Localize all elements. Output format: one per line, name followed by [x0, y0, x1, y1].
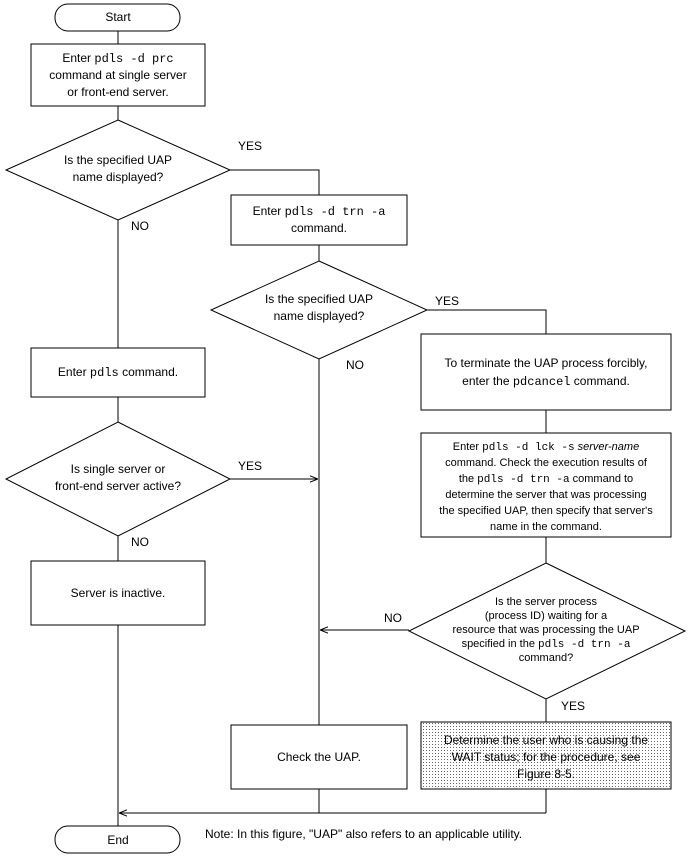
diamond2-line1: Is the specified UAP [265, 292, 373, 306]
box-trn-line2: command. [291, 221, 347, 235]
box-lck-line3: the pdls -d trn -a command to [459, 473, 633, 486]
box-determine-user: Determine the user who is causing the WA… [420, 721, 672, 790]
diamond4-yes-label: YES [561, 699, 585, 713]
decision-server-waiting: Is the server process (process ID) waiti… [407, 562, 687, 700]
box-pdls-lck: Enter pdls -d lck -s server-name command… [420, 432, 672, 538]
box-check-uap: Check the UAP. [230, 724, 408, 790]
diamond1-line2: name displayed? [73, 170, 164, 184]
diamond1-yes-label: YES [238, 139, 262, 153]
end-label: End [107, 833, 128, 847]
diamond3-no-label: NO [131, 535, 149, 549]
box-lck-line4: determine the server that was processing [445, 489, 646, 501]
start-terminator: Start [54, 3, 181, 32]
box-pdls-line: Enter pdls command. [58, 365, 178, 380]
connectors [117, 31, 547, 826]
box-server-inactive: Server is inactive. [30, 560, 206, 626]
diamond4-line1: Is the server process [495, 596, 598, 608]
box-lck-line6: name in the command. [490, 521, 602, 533]
box-lck-line2: command. Check the execution results of [445, 457, 648, 469]
box-pdcancel-line2: enter the pdcancel command. [462, 374, 630, 389]
diamond3-line1: Is single server or [71, 462, 166, 476]
diamond3-line2: front-end server active? [55, 479, 181, 493]
box-pdls: Enter pdls command. [30, 347, 206, 398]
connector-d2-yes [427, 309, 547, 334]
start-label: Start [105, 10, 131, 24]
diamond1-no-label: NO [131, 219, 149, 233]
diamond1-line1: Is the specified UAP [64, 153, 172, 167]
box-inactive-label: Server is inactive. [71, 586, 166, 600]
box-pdls-prc: Enter pdls -d prc command at single serv… [30, 43, 206, 107]
box-trn-line1: Enter pdls -d trn -a [253, 204, 386, 219]
box-prc-line3: or front-end server. [67, 85, 168, 99]
diamond3-yes-label: YES [238, 459, 262, 473]
diamond2-yes-label: YES [435, 294, 459, 308]
box-lck-line5: the specified UAP, then specify that ser… [439, 505, 653, 517]
box-lck-line1: Enter pdls -d lck -s server-name [453, 441, 639, 454]
decision-uap-displayed-2: Is the specified UAP name displayed? [209, 260, 429, 360]
box-determine-line1: Determine the user who is causing the [444, 733, 648, 747]
box-pdcancel: To terminate the UAP process forcibly, e… [420, 333, 672, 411]
box-determine-line2: WAIT status; for the procedure, see [452, 750, 641, 764]
box-pdls-trn: Enter pdls -d trn -a command. [230, 194, 408, 246]
diamond2-no-label: NO [346, 358, 364, 372]
decision-server-active: Is single server or front-end server act… [4, 421, 232, 537]
box-prc-line1: Enter pdls -d prc [62, 51, 173, 66]
box-prc-line2: command at single server [49, 68, 186, 82]
diamond2-line2: name displayed? [274, 309, 365, 323]
box-determine-line3: Figure 8-5. [517, 767, 575, 781]
figure-note: Note: In this figure, "UAP" also refers … [205, 827, 522, 841]
diamond4-line2: (process ID) waiting for a [485, 610, 608, 622]
diamond4-line5: command? [519, 652, 573, 664]
diamond4-line3: resource that was processing the UAP [452, 624, 639, 636]
box-check-label: Check the UAP. [277, 750, 361, 764]
diamond4-no-label: NO [384, 611, 402, 625]
decision-uap-displayed-1: Is the specified UAP name displayed? [4, 119, 232, 221]
box-pdcancel-line1: To terminate the UAP process forcibly, [445, 356, 648, 370]
connector-d1-yes [230, 169, 320, 195]
diamond4-line4: specified in the pdls -d trn -a [462, 638, 631, 651]
end-terminator: End [54, 825, 181, 854]
